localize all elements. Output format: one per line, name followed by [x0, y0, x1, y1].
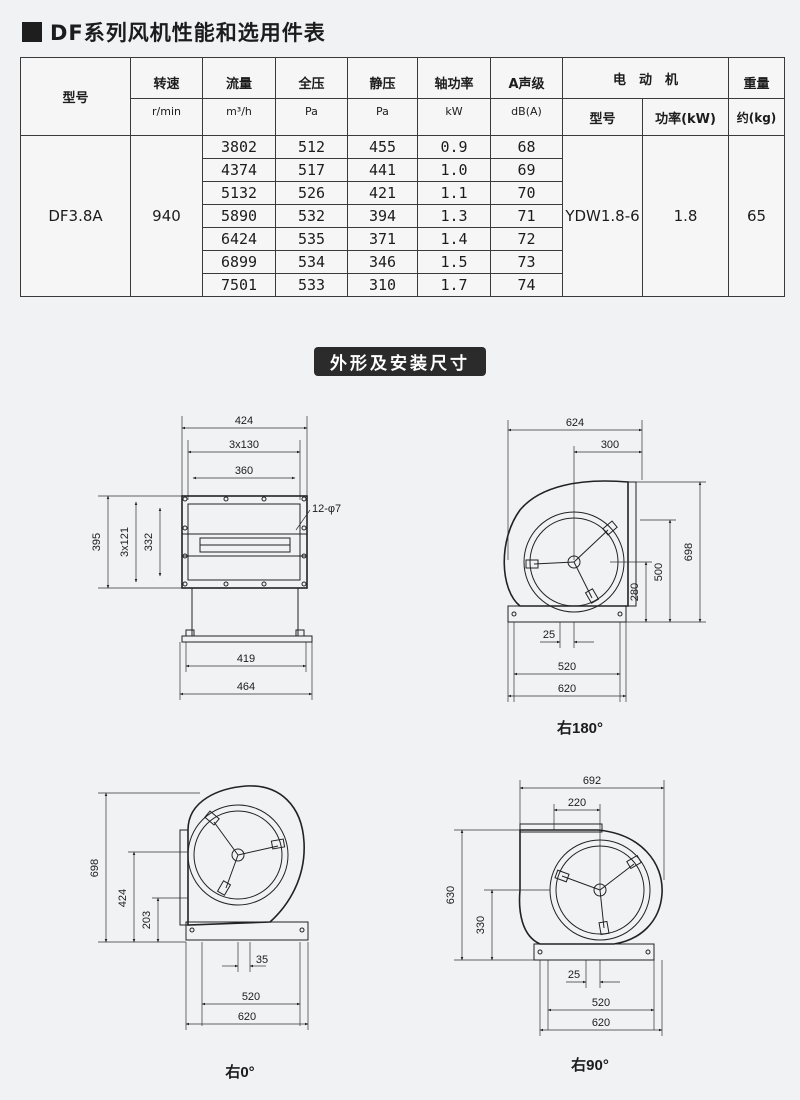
cell-power: 1.5	[417, 250, 491, 274]
page-title-row: DF系列风机性能和选用件表	[22, 18, 326, 46]
cell-flow: 3802	[202, 135, 276, 159]
table-row: 7501 533 310 1.7 74	[21, 273, 785, 297]
cell-weight: 65	[728, 135, 786, 297]
dim-620-r90: 620	[592, 1017, 610, 1029]
table-row: 4374 517 441 1.0 69	[21, 158, 785, 182]
dim-520-r0: 520	[242, 991, 260, 1003]
dim-332: 332	[143, 533, 155, 551]
dim-330: 330	[475, 916, 487, 934]
cell-total: 534	[275, 250, 348, 274]
dim-280: 280	[629, 583, 641, 601]
dim-300: 300	[601, 439, 619, 451]
cell-static: 441	[347, 158, 418, 182]
dim-3x121: 3x121	[119, 527, 131, 557]
r180-view-drawing: 624 300 698 500 280 25	[503, 417, 706, 737]
cell-power: 0.9	[417, 135, 491, 159]
cell-noise: 73	[490, 250, 563, 274]
dim-holes: 12-φ7	[312, 503, 341, 515]
cell-flow: 6424	[202, 227, 276, 251]
front-view-drawing: 424 3x130 360 12-φ7 395 3x121 332	[91, 415, 341, 700]
cell-total: 517	[275, 158, 348, 182]
table-row: 5890 532 394 1.3 71	[21, 204, 785, 228]
dim-360: 360	[235, 465, 253, 477]
table-row: DF3.8A 940 3802 512 455 0.9 68 YDW1.8-6 …	[20, 135, 786, 297]
header-weight: 重量	[728, 57, 786, 99]
cell-static: 394	[347, 204, 418, 228]
dim-692: 692	[583, 775, 601, 787]
cell-flow: 5890	[202, 204, 276, 228]
cell-model: DF3.8A	[20, 135, 131, 297]
cell-static: 310	[347, 273, 418, 297]
dim-424-r0: 424	[117, 889, 129, 907]
cell-power: 1.0	[417, 158, 491, 182]
dim-220: 220	[568, 797, 586, 809]
dim-35: 35	[256, 954, 268, 966]
dim-203: 203	[141, 911, 153, 929]
dim-520-r90: 520	[592, 997, 610, 1009]
table-header-row: 型号 转速 流量 全压 静压 轴功率 A声级 电 动 机 重量	[20, 57, 786, 136]
r90-caption: 右90°	[571, 1056, 609, 1074]
unit-weight: 约(kg)	[728, 98, 786, 136]
header-shaft-power: 轴功率	[417, 57, 491, 99]
performance-table: 型号 转速 流量 全压 静压 轴功率 A声级 电 动 机 重量 r/min m³…	[20, 57, 786, 297]
dim-520: 520	[558, 661, 576, 673]
cell-static: 421	[347, 181, 418, 205]
dim-25-r90: 25	[568, 969, 580, 981]
dim-424: 424	[235, 415, 253, 427]
header-flow: 流量	[202, 57, 276, 99]
cell-noise: 70	[490, 181, 563, 205]
dim-698: 698	[683, 543, 695, 561]
cell-static: 371	[347, 227, 418, 251]
dim-3x130: 3x130	[229, 439, 259, 451]
r0-view-drawing: 698 424 203 35 520 620 右0°	[89, 785, 309, 1081]
dim-500: 500	[653, 563, 665, 581]
unit-static-pressure: Pa	[347, 98, 418, 136]
page-title: DF系列风机性能和选用件表	[50, 21, 326, 45]
cell-noise: 69	[490, 158, 563, 182]
dim-630: 630	[445, 886, 457, 904]
r0-caption: 右0°	[225, 1063, 254, 1081]
dim-620: 620	[558, 683, 576, 695]
cell-power: 1.7	[417, 273, 491, 297]
dim-395: 395	[91, 533, 103, 551]
table-row: 6899 534 346 1.5 73	[21, 250, 785, 274]
cell-static: 346	[347, 250, 418, 274]
cell-speed: 940	[130, 135, 203, 297]
header-noise: A声级	[490, 57, 563, 99]
header-model: 型号	[20, 57, 131, 136]
dim-698-r0: 698	[89, 859, 101, 877]
r180-caption: 右180°	[557, 719, 603, 737]
cell-flow: 5132	[202, 181, 276, 205]
cell-power: 1.4	[417, 227, 491, 251]
dim-624: 624	[566, 417, 584, 429]
cell-power: 1.3	[417, 204, 491, 228]
dim-419: 419	[237, 653, 255, 665]
cell-noise: 74	[490, 273, 563, 297]
table-row: 6424 535 371 1.4 72	[21, 227, 785, 251]
unit-noise: dB(A)	[490, 98, 563, 136]
r90-view-drawing: 692 220 630 330 25 5	[445, 775, 665, 1074]
cell-motor-model: YDW1.8-6	[562, 135, 643, 297]
cell-total: 533	[275, 273, 348, 297]
dim-25: 25	[543, 629, 555, 641]
header-speed: 转速	[130, 57, 203, 99]
cell-motor-power: 1.8	[641, 135, 730, 297]
cell-flow: 7501	[202, 273, 276, 297]
unit-speed: r/min	[130, 98, 203, 136]
section-title-banner: 外形及安装尺寸	[314, 347, 486, 376]
dim-620-r0: 620	[238, 1011, 256, 1023]
dim-464: 464	[237, 681, 255, 693]
cell-total: 526	[275, 181, 348, 205]
title-square-icon	[22, 22, 42, 42]
